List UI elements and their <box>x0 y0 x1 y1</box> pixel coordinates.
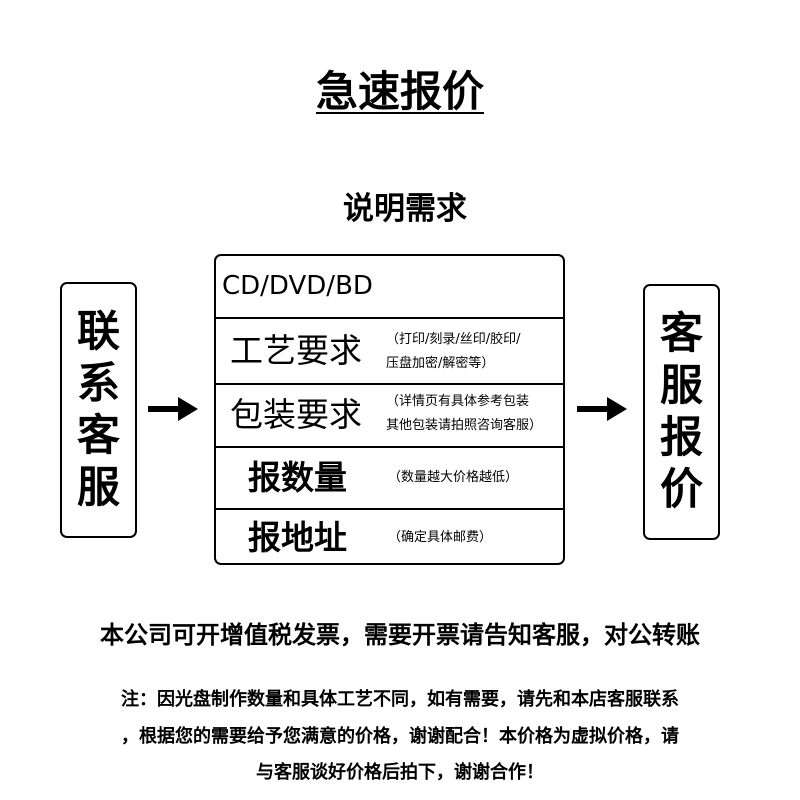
contact-service-box: 联系客服 <box>60 282 137 538</box>
package-note-line2: 其他包装请拍照咨询客服） <box>386 418 543 433</box>
address-label: 报地址 <box>248 518 347 557</box>
requirement-row-quantity: 报数量 （数量越大价格越低） <box>216 446 563 508</box>
quantity-note: （数量越大价格越低） <box>388 470 519 485</box>
requirement-row-address: 报地址 （确定具体邮费） <box>216 508 563 563</box>
craft-note-line2: 压盘加密/解密等） <box>386 356 495 371</box>
requirement-row-package: 包装要求 （详情页有具体参考包装 其他包装请拍照咨询客服） <box>216 383 563 446</box>
package-note-line1: （详情页有具体参考包装 <box>386 394 530 409</box>
contact-service-label: 联系客服 <box>77 307 120 513</box>
craft-requirement-label: 工艺要求 <box>230 331 362 370</box>
requirement-row-craft: 工艺要求 （打印/刻录/丝印/胶印/ 压盘加密/解密等） <box>216 317 563 383</box>
package-requirement-label: 包装要求 <box>230 395 362 434</box>
address-note: （确定具体邮费） <box>388 530 493 545</box>
page-title: 急速报价 <box>0 62 800 122</box>
media-type-label: CD/DVD/BD <box>222 271 373 301</box>
note-line-3: 与客服谈好价格后拍下，谢谢合作！ <box>256 762 544 783</box>
right-arrow-icon <box>148 397 198 421</box>
requirements-box: CD/DVD/BD 工艺要求 （打印/刻录/丝印/胶印/ 压盘加密/解密等） 包… <box>214 254 565 565</box>
page-title-text: 急速报价 <box>315 67 484 116</box>
craft-note-line1: （打印/刻录/丝印/胶印/ <box>386 332 521 347</box>
service-quote-box: 客服报价 <box>643 284 720 540</box>
note-line-2: ，根据您的需要给予您满意的价格，谢谢配合！本价格为虚拟价格，请 <box>121 726 679 747</box>
right-arrow-icon <box>577 397 627 421</box>
quantity-label: 报数量 <box>248 458 347 497</box>
invoice-notice: 本公司可开增值税发票，需要开票请告知客服，对公转账 <box>100 621 700 649</box>
requirement-row-media: CD/DVD/BD <box>216 256 563 317</box>
note-line-1: 注：因光盘制作数量和具体工艺不同，如有需要，请先和本店客服联系 <box>121 689 679 710</box>
service-quote-label: 客服报价 <box>660 309 703 515</box>
section-subtitle: 说明需求 <box>343 191 467 227</box>
